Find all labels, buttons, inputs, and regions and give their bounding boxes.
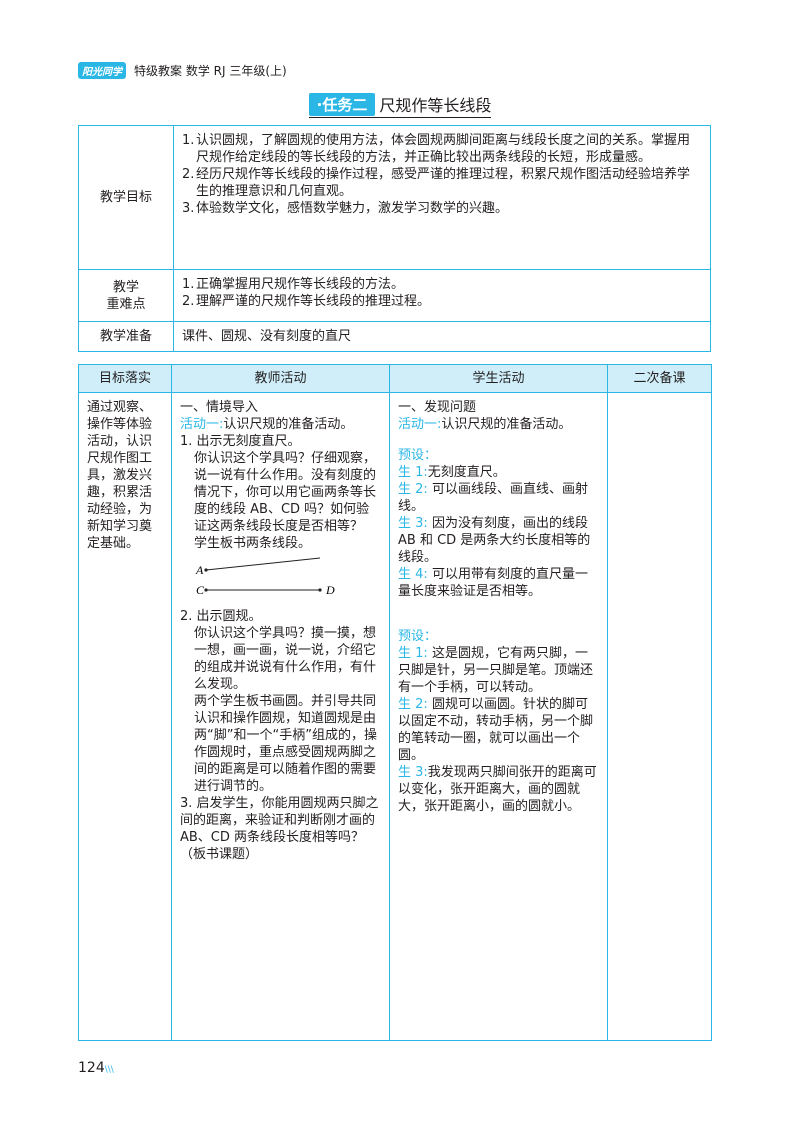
second-prep-cell <box>607 392 712 1041</box>
step2-title: 2. 出示圆规。 <box>180 609 262 625</box>
point-c-label: C <box>196 583 205 597</box>
page-deco: \\\ <box>104 1065 114 1075</box>
point-d-label: D <box>325 583 335 597</box>
step2-text: 你认识这个学具吗？摸一摸，想一想，画一画，说一说，介绍它的组成并说说有什么作用，… <box>194 626 377 693</box>
book-info: 特级教案 数学 RJ 三年级(上) <box>134 63 287 78</box>
segment-ab <box>205 557 321 571</box>
keypoints-cell: 1.正确掌握用尺规作等长线段的方法。 2.理解严谨的尺规作等长线段的推理过程。 <box>173 269 711 322</box>
keypoints-list: 1.正确掌握用尺规作等长线段的方法。 2.理解严谨的尺规作等长线段的推理过程。 <box>182 276 700 310</box>
section-title: ·任务二 尺规作等长线段 <box>0 92 800 118</box>
answer-3: 生 3: 因为没有刻度，画出的线段 AB 和 CD 是两条大约长度相等的线段。 <box>398 516 591 566</box>
preset-label: 预设： <box>398 448 438 464</box>
goal-cell: 通过观察、操作等体验活动，认识尺规作图工具，激发兴趣，积累活动经验，为新知学习奠… <box>78 392 172 1041</box>
brand-logo: 阳光同学 <box>78 61 126 79</box>
task-badge: ·任务二 <box>308 92 376 116</box>
step1-text: 你认识这个学具吗？仔细观察，说一说有什么作用。没有刻度的情况下，你可以用它画两条… <box>194 451 377 535</box>
column-header: 目标落实 <box>78 363 172 394</box>
goals-table: 教学目标 1.认识圆规，了解圆规的使用方法，体会圆规两脚间距离与线段长度之间的关… <box>78 125 711 352</box>
objectives-cell: 1.认识圆规，了解圆规的使用方法，体会圆规两脚间距离与线段长度之间的关系。掌握用… <box>173 125 711 270</box>
page-header: 阳光同学 特级教案 数学 RJ 三年级(上) <box>78 60 287 80</box>
step1-board: 学生板书两条线段。 <box>194 536 312 552</box>
segment-figure: A C D <box>195 557 335 597</box>
student-activity: 活动一:认识尺规的准备活动。 <box>398 417 572 433</box>
goal-text: 通过观察、操作等体验活动，认识尺规作图工具，激发兴趣，积累活动经验，为新知学习奠… <box>87 400 153 552</box>
point-a-label: A <box>195 563 204 577</box>
column-header: 二次备课 <box>607 363 712 394</box>
prep-value: 课件、圆规、没有刻度的直尺 <box>173 321 711 352</box>
teacher-section: 一、情境导入 <box>180 400 259 416</box>
answer-2: 生 2: 可以画线段、画直线、画射线。 <box>398 482 588 515</box>
answer-6: 生 2: 圆规可以画圆。针状的脚可以固定不动，转动手柄，另一个脚的笔转动一圈，就… <box>398 697 594 764</box>
column-header: 学生活动 <box>389 363 608 394</box>
objective-label: 教学目标 <box>78 125 174 270</box>
list-item: 2.经历尺规作等长线段的操作过程，感受严谨的推理过程，积累尺规作图活动经验培养学… <box>182 167 691 199</box>
list-item: 2.理解严谨的尺规作等长线段的推理过程。 <box>182 294 431 309</box>
step2-board: 两个学生板书画圆。并引导共同认识和操作圆规，知道圆规是由两“脚”和一个“手柄”组… <box>194 694 377 795</box>
list-item: 3.体验数学文化，感悟数学魅力，激发学习数学的兴趣。 <box>182 201 509 216</box>
answer-5: 生 1: 这是圆规，它有两只脚，一只脚是针，另一只脚是笔。顶端还有一个手柄，可以… <box>398 646 594 696</box>
student-cell: 一、发现问题 活动一:认识尺规的准备活动。 预设： 生 1:无刻度直尺。 生 2… <box>389 392 608 1041</box>
point-d <box>318 588 322 592</box>
list-item: 1.正确掌握用尺规作等长线段的方法。 <box>182 277 405 292</box>
page-title: 尺规作等长线段 <box>379 96 492 115</box>
teacher-activity: 活动一:认识尺规的准备活动。 <box>180 417 354 433</box>
step1-title: 1. 出示无刻度直尺。 <box>180 434 301 450</box>
answer-4: 生 4: 可以用带有刻度的直尺量一量长度来验证是否相等。 <box>398 567 588 600</box>
step3: 3. 启发学生，你能用圆规两只脚之间的距离，来验证和判断刚才画的 AB、CD 两… <box>180 796 379 863</box>
list-item: 1.认识圆规，了解圆规的使用方法，体会圆规两脚间距离与线段长度之间的关系。掌握用… <box>182 133 691 165</box>
student-section: 一、发现问题 <box>398 400 477 416</box>
column-header: 教师活动 <box>171 363 390 394</box>
prep-label: 教学准备 <box>78 321 174 352</box>
keypoint-label: 教学 重难点 <box>78 269 174 322</box>
preset-label: 预设： <box>398 629 438 645</box>
objectives-list: 1.认识圆规，了解圆规的使用方法，体会圆规两脚间距离与线段长度之间的关系。掌握用… <box>182 132 700 217</box>
page-number: 124\\\ <box>78 1060 114 1076</box>
answer-7: 生 3:我发现两只脚间张开的距离可以变化，张开距离大，画的圆就大，张开距离小，画… <box>398 765 597 815</box>
answer-1: 生 1:无刻度直尺。 <box>398 465 506 481</box>
activity-table: 目标落实 教师活动 学生活动 二次备课 通过观察、操作等体验活动，认识尺规作图工… <box>78 363 712 1041</box>
teacher-cell: 一、情境导入 活动一:认识尺规的准备活动。 1. 出示无刻度直尺。 你认识这个学… <box>171 392 390 1041</box>
